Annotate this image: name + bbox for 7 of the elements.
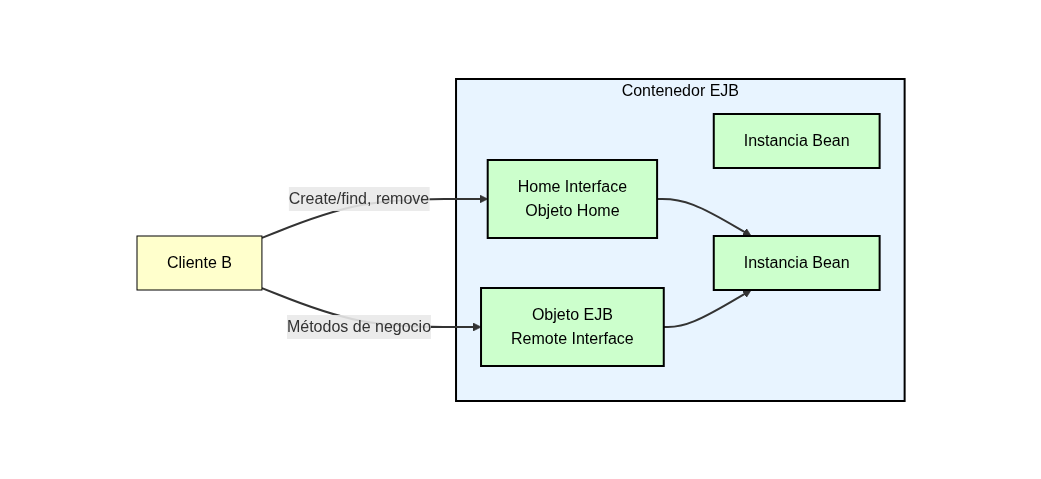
node-box: Cliente B (136, 235, 263, 290)
node-box: Objeto EJB Remote Interface (479, 286, 665, 367)
node-box: Home Interface Objeto Home (486, 158, 658, 239)
edge-label: Métodos de negocio (286, 317, 431, 335)
node-box: Instancia Bean (712, 112, 881, 169)
edge-label: Create/find, remove (288, 189, 429, 207)
node-box: Instancia Bean (712, 234, 881, 291)
